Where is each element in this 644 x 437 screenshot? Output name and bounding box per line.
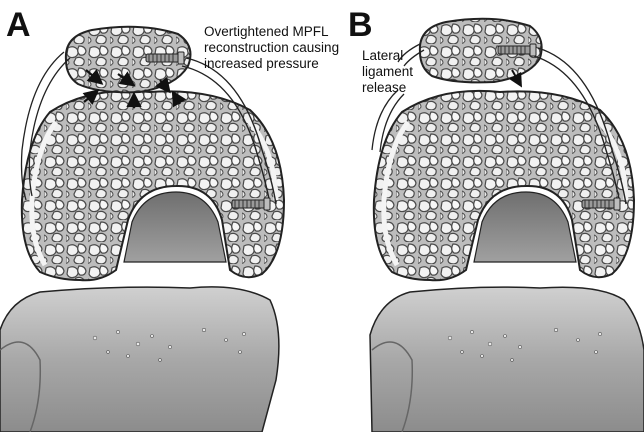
panel-label-b: B	[348, 8, 373, 42]
screw-icon	[498, 44, 536, 56]
annotation-lateral-ligament-release: Lateral ligament release	[362, 48, 413, 96]
screw-icon	[582, 198, 620, 210]
panel-a	[0, 27, 284, 432]
intercondylar-notch-a	[124, 192, 226, 262]
screw-icon	[146, 52, 184, 64]
screw-icon	[232, 198, 270, 210]
annotation-overtightened-mpfl: Overtightened MPFL reconstruction causin…	[204, 24, 339, 72]
panel-label-a: A	[6, 8, 31, 42]
intercondylar-notch-b	[474, 192, 576, 262]
tibia-a	[0, 287, 279, 432]
